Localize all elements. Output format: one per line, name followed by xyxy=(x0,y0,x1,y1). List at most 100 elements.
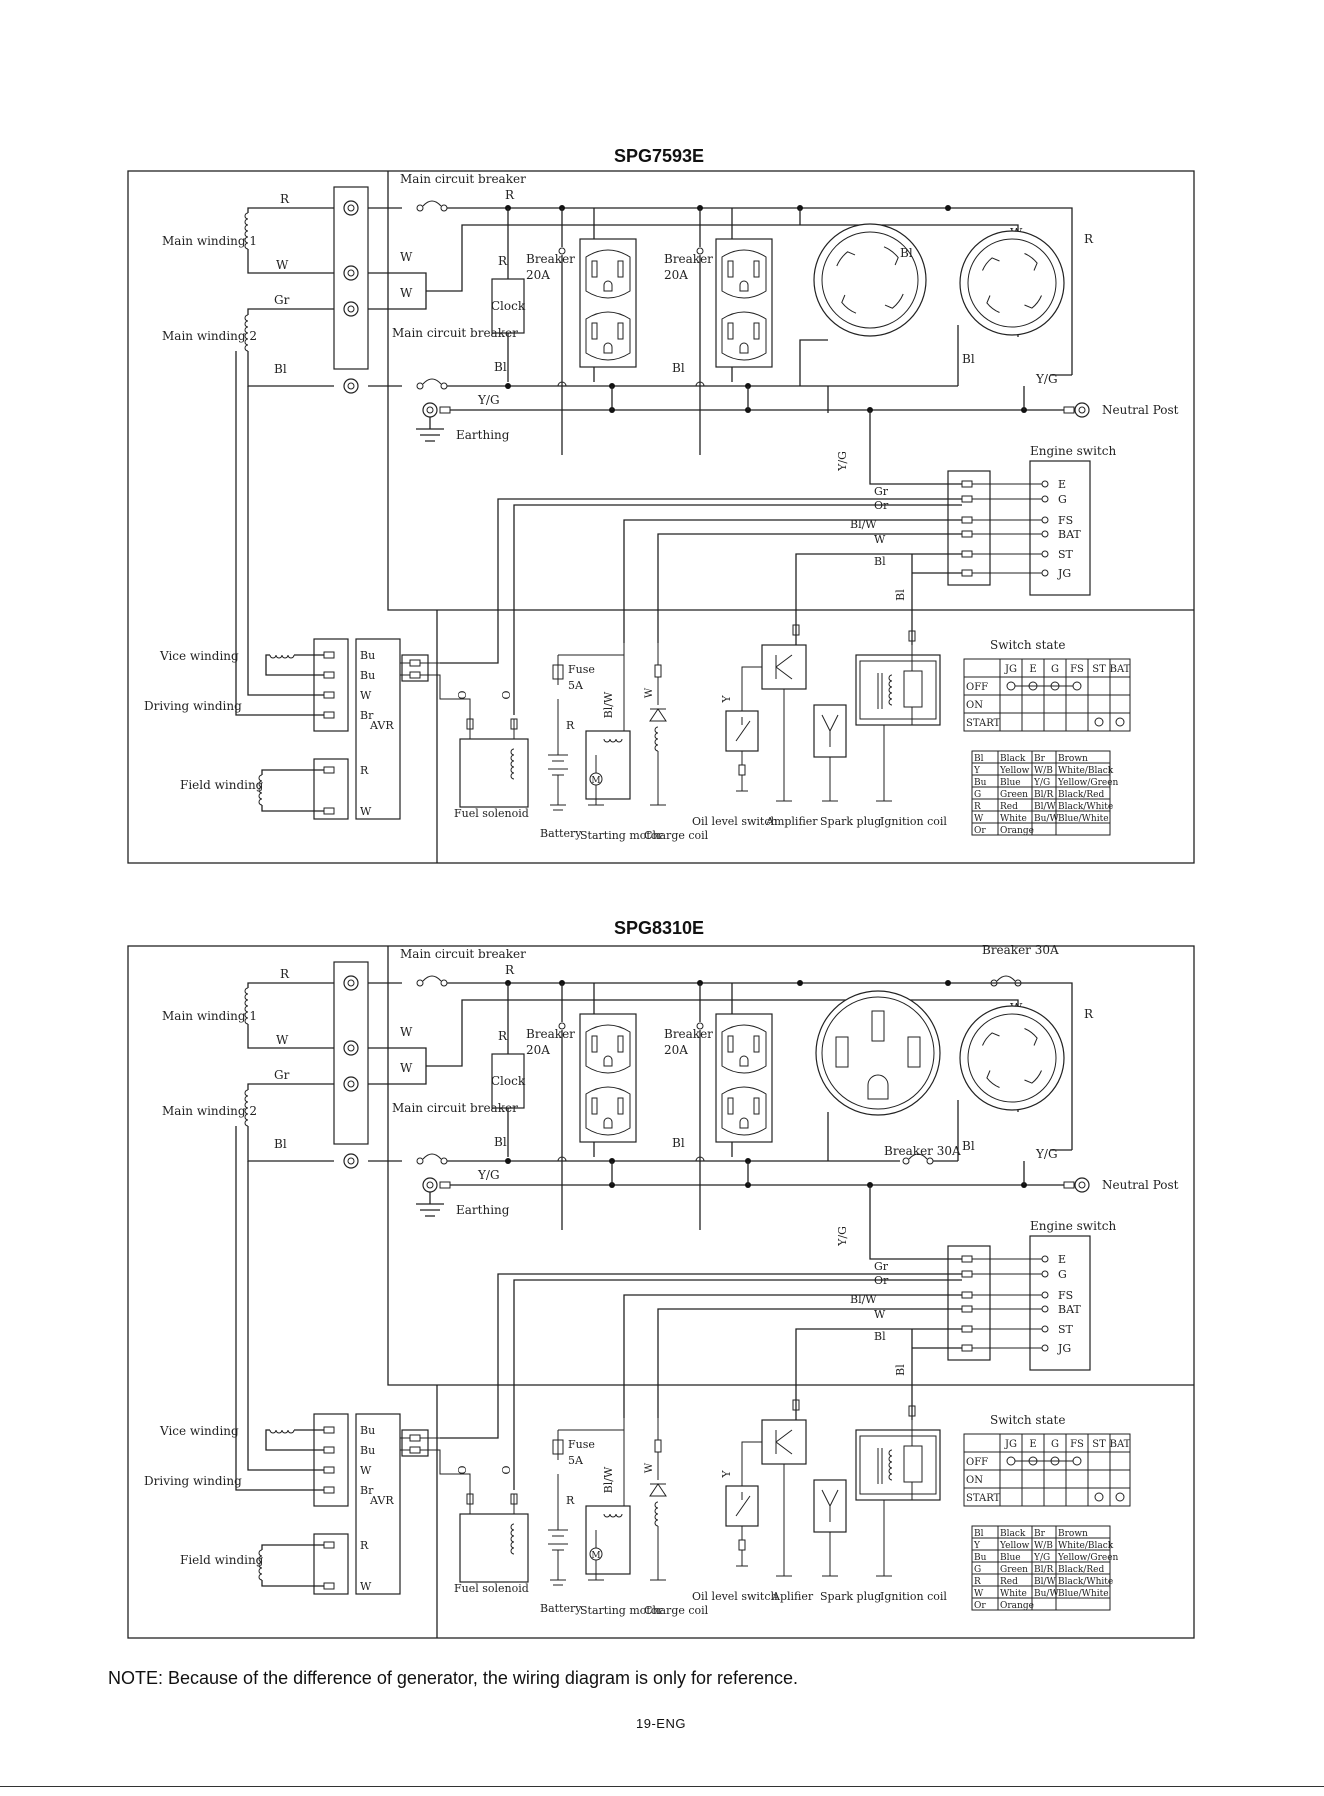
label-oil-level-switch: Oil level switch xyxy=(692,815,778,828)
legend-cell: Black xyxy=(1000,754,1026,764)
legend-cell: Blue/White xyxy=(1058,814,1109,824)
winding1-leads xyxy=(247,207,334,274)
wire-code-W-sw: W xyxy=(874,533,886,546)
outlet-slot xyxy=(591,1097,598,1115)
outlet-ground xyxy=(739,280,749,292)
terminal-screw xyxy=(343,200,359,216)
junction-dot xyxy=(505,383,511,389)
twist-lock-slot xyxy=(836,251,856,267)
wire-code-R: R xyxy=(280,967,290,981)
winding-coil xyxy=(510,1523,515,1555)
terminal-screw-center xyxy=(347,1157,355,1165)
legend-cell: Bu xyxy=(974,1553,987,1563)
outlet-slot xyxy=(617,1035,624,1053)
switch-symbol xyxy=(735,1492,751,1517)
legend-cell: Black/White xyxy=(1058,802,1113,812)
avr-terminal-label: W xyxy=(360,1580,372,1593)
wire-code-W-3: W xyxy=(400,286,413,300)
switch-terminal-bat: BAT xyxy=(1058,528,1081,541)
spark-ground xyxy=(822,1532,838,1577)
label-5a: 5A xyxy=(568,1454,584,1467)
wire-code-Bl-sw: Bl xyxy=(874,1330,886,1343)
winding-coil xyxy=(510,748,515,780)
recept-leads xyxy=(799,208,829,413)
legend-cell: Y xyxy=(973,766,981,776)
avr-terminal-label: Bu xyxy=(360,1424,375,1437)
outlet-face xyxy=(585,249,631,299)
wire-BlW xyxy=(623,519,962,643)
label-ignition-coil: Ignition coil xyxy=(880,815,947,828)
wire-code-BlW-sw: Bl/W xyxy=(850,1293,877,1306)
vice-leads xyxy=(265,1429,324,1451)
label-switch-state: Switch state xyxy=(990,1413,1065,1427)
label-fuse: Fuse xyxy=(568,1438,595,1451)
ignition-coil-box xyxy=(855,1429,941,1501)
connector-pin xyxy=(1063,1181,1075,1189)
breaker-contact xyxy=(558,1022,566,1030)
wire-code-R-batt: R xyxy=(566,1494,575,1507)
winding2-leads xyxy=(247,308,334,387)
wire-code-O: O xyxy=(456,1465,469,1474)
legend-cell: Green xyxy=(1000,1565,1028,1575)
legend-cell: Red xyxy=(1000,802,1018,812)
starting-motor-box xyxy=(585,730,631,800)
junction-dot xyxy=(945,980,951,986)
wire-crossover xyxy=(695,1156,705,1162)
twist-lock-slot xyxy=(884,293,904,309)
switch-contact xyxy=(1041,1305,1049,1313)
label-avr: AVR xyxy=(369,1494,394,1507)
label-starting-motor: Starting motor xyxy=(580,829,663,842)
wire-Bl-ign xyxy=(911,1329,962,1420)
legend-cell: Black xyxy=(1000,1529,1026,1539)
breaker-contact xyxy=(1014,979,1022,987)
label-main-breaker-bottom: Main circuit breaker xyxy=(392,326,518,340)
neutral-post-center xyxy=(1078,1181,1086,1189)
breaker-contact xyxy=(440,382,448,390)
breaker-contact xyxy=(416,204,424,212)
switch-terminal-jg: JG xyxy=(1057,567,1071,580)
outlet-slot xyxy=(617,322,624,340)
solenoid-connector xyxy=(510,718,518,730)
winding-coil xyxy=(888,674,893,706)
diode-symbol xyxy=(649,1483,667,1497)
state-contact xyxy=(1006,681,1016,691)
charge-ground xyxy=(650,1526,666,1581)
ignition-leads xyxy=(876,1420,913,1577)
legend-cell: White xyxy=(1000,1589,1027,1599)
legend-cell: Bu/W xyxy=(1034,1589,1059,1599)
switch-terminal-e: E xyxy=(1058,478,1066,491)
connector-pin xyxy=(439,1181,451,1189)
legend-cell: Orange xyxy=(1000,826,1034,836)
clock-box xyxy=(491,1053,525,1109)
label-fuse: Fuse xyxy=(568,663,595,676)
breaker-contact xyxy=(416,979,424,987)
switch-table-header: JG xyxy=(1004,664,1017,675)
wire-code-R: R xyxy=(280,192,290,206)
winding1-leads xyxy=(247,982,334,1049)
wire-code-Gr: Gr xyxy=(274,293,290,307)
terminal-screw xyxy=(343,1040,359,1056)
twist-lock-inner xyxy=(967,1013,1057,1103)
winding-coil xyxy=(258,774,263,806)
spark-ground xyxy=(822,757,838,802)
twist-lock-slot xyxy=(982,257,1000,271)
outlet-slot xyxy=(753,322,760,340)
twist-lock-slot xyxy=(1024,295,1042,309)
wire-code-R-clock: R xyxy=(498,254,508,268)
battery-symbol xyxy=(548,1529,568,1551)
twist-lock-slot xyxy=(1024,253,1038,271)
connector-pin xyxy=(1063,406,1075,414)
winding-coil xyxy=(603,738,623,743)
oil-connector xyxy=(738,764,746,776)
label-engine-switch: Engine switch xyxy=(1030,444,1116,458)
oil-connector xyxy=(738,1539,746,1551)
twist-lock-slot xyxy=(841,294,857,314)
legend-cell: White xyxy=(1000,814,1027,824)
wire-code-O-2: O xyxy=(500,690,513,699)
diagram-frame xyxy=(127,945,1195,1639)
outlet-face xyxy=(585,311,631,361)
switch-terminal-e: E xyxy=(1058,1253,1066,1266)
wire-Gr xyxy=(440,498,962,664)
winding-coil xyxy=(244,1089,249,1127)
